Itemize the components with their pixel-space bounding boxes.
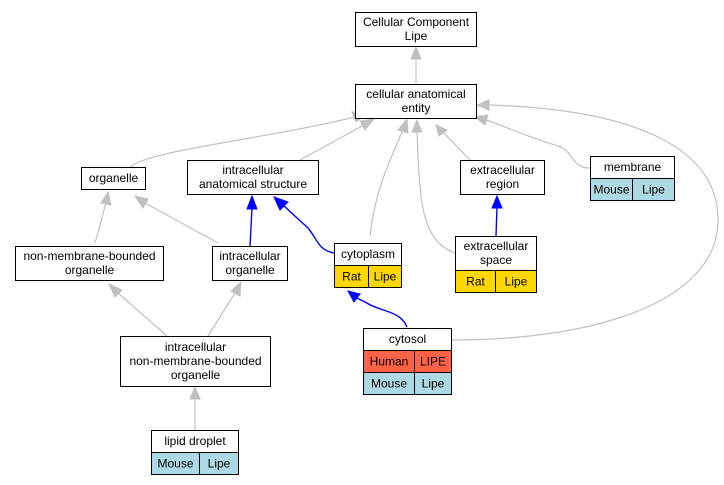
arrowhead xyxy=(397,117,409,134)
gene-label: Lipe xyxy=(374,270,397,284)
node-label: non-membrane-bounded xyxy=(129,354,261,368)
arrowhead xyxy=(473,114,489,126)
arrowhead xyxy=(411,118,423,133)
node-label: cytoplasm xyxy=(341,247,395,261)
edge-cytosol-part-of-cytoplasm xyxy=(356,297,408,328)
edge-io-part-of-ias xyxy=(249,207,253,247)
node-organelle[interactable]: organelle xyxy=(81,167,146,190)
arrowhead xyxy=(475,99,490,111)
arrowhead xyxy=(435,124,448,137)
gene-cell xyxy=(414,372,452,395)
edge-cytoplasm-to-cae xyxy=(369,129,404,237)
gene-cell xyxy=(632,178,675,201)
edge-inmbo-to-io xyxy=(207,292,236,337)
node-label: intracellular xyxy=(165,340,226,354)
graph-edges xyxy=(94,45,719,430)
arrowhead xyxy=(230,280,242,297)
species-label: Human xyxy=(370,355,409,369)
species-label: Mouse xyxy=(157,457,193,471)
edge-cytosol-to-cae xyxy=(451,104,719,341)
edge-ias-to-cae xyxy=(299,124,365,161)
edge-organelle-to-cae xyxy=(129,116,356,168)
node-box xyxy=(120,336,271,387)
gene-cell xyxy=(495,270,537,293)
node-box xyxy=(212,246,288,281)
node-box xyxy=(355,12,477,47)
gene-label: Lipe xyxy=(642,183,665,197)
arrowhead xyxy=(347,290,361,303)
edge-inmbo-to-nmbo xyxy=(117,292,168,337)
node-label: organelle xyxy=(225,263,275,277)
node-label: organelle xyxy=(89,171,139,185)
node-label: non-membrane-bounded xyxy=(23,249,155,263)
species-label: Mouse xyxy=(371,377,407,391)
node-box xyxy=(81,167,146,190)
arrowhead xyxy=(189,385,201,400)
node-label: intracellular xyxy=(222,163,283,177)
node-label: Lipe xyxy=(405,29,428,43)
gene-label: Lipe xyxy=(505,275,528,289)
node-label: extracellular xyxy=(464,239,529,253)
node-label: lipid droplet xyxy=(164,434,226,448)
arrowhead xyxy=(491,194,503,209)
edge-cytoplasm-part-of-ias xyxy=(283,205,335,254)
arrowhead xyxy=(246,194,258,210)
edge-io-to-organelle xyxy=(144,202,219,244)
node-box xyxy=(15,246,164,281)
edge-ecs-to-cae xyxy=(416,131,456,254)
node-box xyxy=(187,160,319,195)
gene-label: LIPE xyxy=(420,355,446,369)
node-label: cellular anatomical xyxy=(366,87,465,101)
node-label: intracellular xyxy=(219,249,280,263)
node-label: space xyxy=(480,253,512,267)
node-label: organelle xyxy=(171,368,221,382)
edge-ecr-to-cae xyxy=(442,131,471,161)
species-label: Mouse xyxy=(593,183,629,197)
node-inmbo[interactable]: intracellularnon-membrane-boundedorganel… xyxy=(120,336,271,387)
edge-ecs-part-of-ecr xyxy=(495,206,498,237)
edge-nmbo-to-organelle xyxy=(94,202,107,244)
arrowhead xyxy=(100,190,112,206)
gene-cell xyxy=(199,452,239,475)
arrowhead xyxy=(359,118,376,131)
node-label: Cellular Component xyxy=(363,15,470,29)
node-label: extracellular xyxy=(470,163,535,177)
gene-label: Lipe xyxy=(422,377,445,391)
arrowhead xyxy=(273,196,289,211)
gene-label: Lipe xyxy=(208,457,231,471)
node-box xyxy=(460,160,545,195)
node-label: anatomical structure xyxy=(199,177,307,191)
node-box xyxy=(355,84,477,119)
gene-cell xyxy=(368,265,402,288)
species-label: Rat xyxy=(466,275,485,289)
species-label: Rat xyxy=(342,270,361,284)
arrowhead xyxy=(410,45,422,60)
arrowhead xyxy=(107,282,123,298)
arrowhead xyxy=(133,195,149,209)
edge-membrane-to-cae xyxy=(485,119,591,169)
node-label: cytosol xyxy=(389,332,426,346)
node-label: region xyxy=(486,177,519,191)
node-label: entity xyxy=(402,101,431,115)
node-label: membrane xyxy=(604,160,662,174)
node-label: organelle xyxy=(65,263,115,277)
